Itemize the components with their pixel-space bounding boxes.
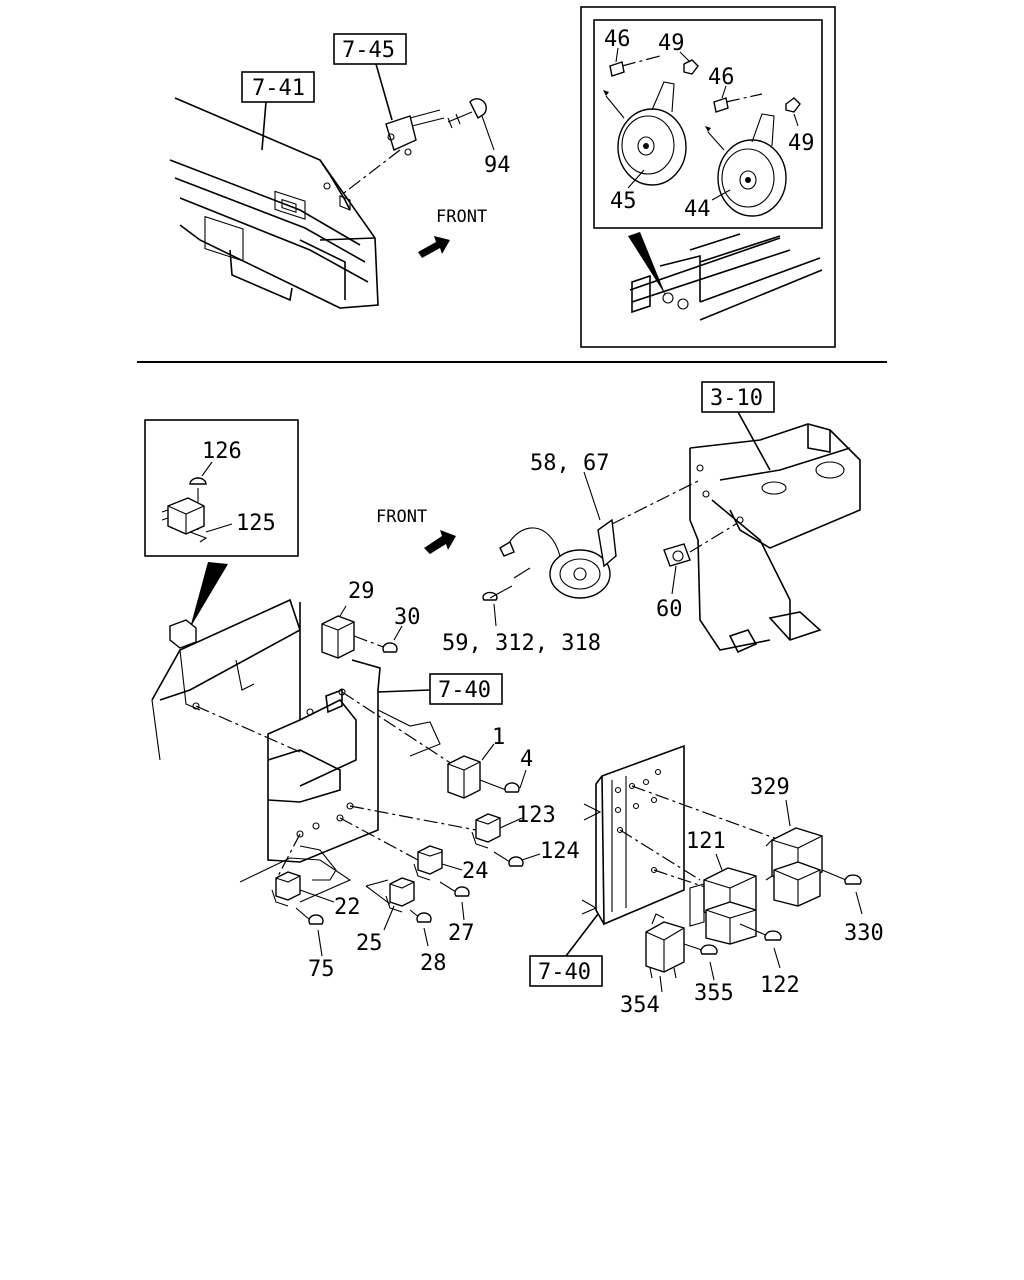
relay-bracket-right (581, 744, 781, 926)
horn-58-67 (499, 471, 617, 599)
ref-3-10-label: 3-10 (710, 386, 763, 411)
ref-7-45-label: 7-45 (342, 38, 395, 63)
callout-126: 126 (202, 439, 242, 464)
relay-bracket-left (195, 602, 453, 881)
front-label-top: FRONT (436, 207, 487, 227)
screw-59 (482, 585, 513, 627)
callout-46-a: 46 (604, 27, 631, 52)
ref-3-10[interactable]: 3-10 (701, 381, 775, 471)
callout-355: 355 (694, 981, 734, 1006)
bumper-assembly (169, 97, 379, 309)
callout-29: 29 (348, 579, 375, 604)
callout-44: 44 (684, 197, 711, 222)
callout-45: 45 (610, 189, 637, 214)
ref-7-40-a[interactable]: 7-40 (377, 673, 503, 705)
relay-22 (239, 833, 352, 957)
callout-24: 24 (462, 859, 489, 884)
relay-123 (349, 805, 541, 867)
callout-94: 94 (484, 153, 511, 178)
relay-25 (365, 877, 432, 947)
relay-29 (321, 605, 398, 659)
ref-7-41-label: 7-41 (252, 76, 305, 101)
front-arrow-icon (424, 530, 456, 554)
callout-330: 330 (844, 921, 884, 946)
relay-1 (447, 743, 527, 799)
front-label-mid: FRONT (376, 507, 427, 527)
callout-49-a: 49 (658, 31, 685, 56)
horn-45 (603, 81, 687, 186)
callout-49-b: 49 (788, 131, 815, 156)
callout-121: 121 (686, 829, 726, 854)
relay-121 (689, 853, 782, 969)
relay-inset: 126 125 (144, 419, 299, 628)
front-indicator-top: FRONT (418, 207, 487, 258)
callout-59-312-318: 59, 312, 318 (442, 631, 601, 656)
callout-4: 4 (520, 747, 533, 772)
callout-46-b: 46 (708, 65, 735, 90)
callout-27: 27 (448, 921, 475, 946)
front-arrow-icon (418, 236, 450, 258)
front-indicator-mid: FRONT (376, 507, 456, 554)
callout-354: 354 (620, 993, 660, 1018)
ref-7-45[interactable]: 7-45 (333, 33, 407, 121)
callout-28: 28 (420, 951, 447, 976)
pedal-bracket (689, 423, 861, 654)
callout-124: 124 (540, 839, 580, 864)
callout-30: 30 (394, 605, 421, 630)
callout-75: 75 (308, 957, 335, 982)
callout-125: 125 (236, 511, 276, 536)
dash-panel-left (151, 598, 301, 761)
callout-60: 60 (656, 597, 683, 622)
callout-25: 25 (356, 931, 383, 956)
ref-7-40-a-label: 7-40 (438, 678, 491, 703)
clip-60 (663, 523, 737, 595)
side-lamp (385, 109, 445, 156)
horn-inset: 46 49 45 46 49 44 (580, 6, 836, 348)
relay-329 (765, 799, 863, 915)
callout-1: 1 (492, 725, 505, 750)
relay-354 (645, 913, 718, 993)
ref-7-40-b[interactable]: 7-40 (529, 913, 603, 987)
callout-22: 22 (334, 895, 361, 920)
relay-24 (339, 817, 470, 921)
ref-7-41[interactable]: 7-41 (241, 71, 315, 151)
ref-7-40-b-label: 7-40 (538, 960, 591, 985)
screw-94 (447, 98, 495, 151)
callout-329: 329 (750, 775, 790, 800)
horn-44 (705, 113, 787, 217)
callout-58-67: 58, 67 (530, 451, 609, 476)
callout-123: 123 (516, 803, 556, 828)
callout-122: 122 (760, 973, 800, 998)
